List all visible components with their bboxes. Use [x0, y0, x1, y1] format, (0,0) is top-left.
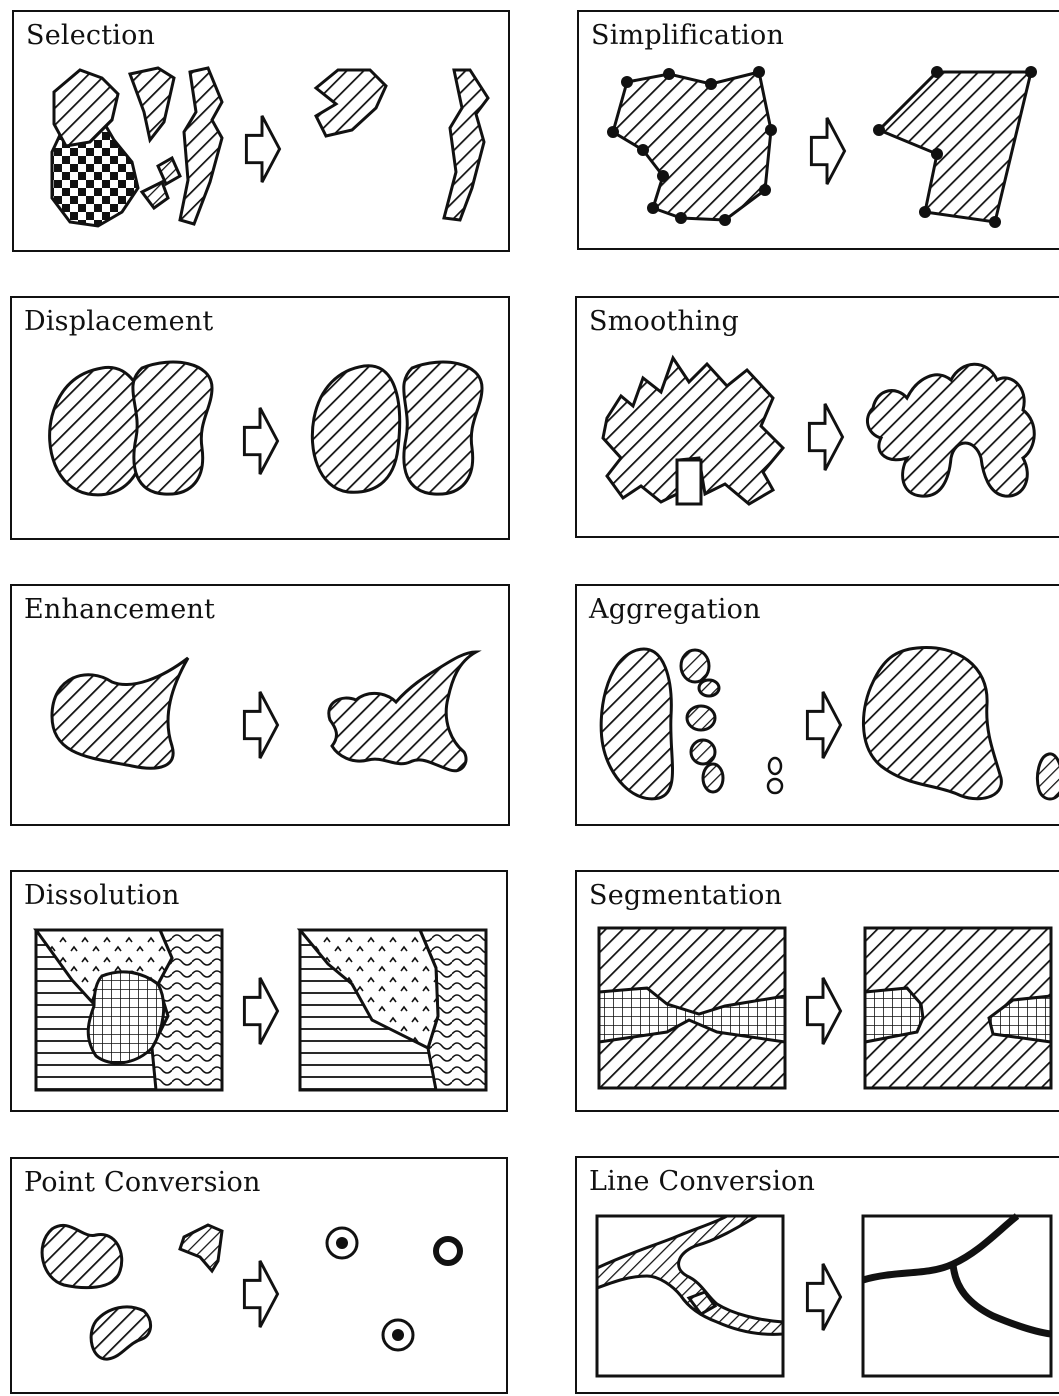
transform-arrow-icon	[809, 404, 842, 470]
small-feature-4	[691, 740, 715, 764]
tiny-feature-1	[769, 758, 781, 774]
transform-arrow-icon	[244, 408, 277, 474]
feature-small-a	[158, 158, 180, 184]
simplification-diagram	[579, 12, 1059, 252]
transform-arrow-icon	[807, 692, 840, 758]
feature-tall-strip	[180, 68, 222, 224]
transform-arrow-icon	[244, 1261, 277, 1327]
panel-aggregation: Aggregation	[575, 584, 1059, 826]
aggregation-diagram	[577, 586, 1059, 828]
point-symbol-2	[436, 1239, 460, 1263]
dissolved-map	[300, 930, 486, 1090]
original-feature	[52, 658, 188, 768]
feature-small-b	[142, 182, 168, 208]
point-symbol-1	[327, 1228, 357, 1258]
panel-point-conversion: Point Conversion	[10, 1157, 508, 1394]
detailed-outline	[607, 66, 777, 226]
transform-arrow-icon	[807, 978, 840, 1044]
transform-arrow-icon	[244, 692, 277, 758]
original-map	[36, 930, 222, 1090]
feature-left-moved	[312, 366, 399, 493]
feature-sliver	[130, 68, 174, 140]
panel-line-conversion: Line Conversion	[575, 1156, 1059, 1394]
selected-feature-b	[444, 70, 488, 220]
converted-map	[863, 1216, 1051, 1376]
enhanced-feature	[329, 652, 476, 771]
original-map	[599, 928, 785, 1088]
small-region	[88, 972, 163, 1063]
transform-arrow-icon	[246, 116, 279, 182]
transform-arrow-icon	[807, 1264, 840, 1330]
area-feature-1	[42, 1225, 122, 1287]
aggregated-feature	[863, 648, 1001, 799]
displacement-diagram	[12, 298, 512, 542]
panel-dissolution: Dissolution	[10, 870, 508, 1112]
segmented-map	[865, 928, 1051, 1088]
enhancement-diagram	[12, 586, 512, 828]
tiny-feature-2	[768, 779, 782, 793]
dissolution-diagram	[12, 872, 510, 1114]
small-feature-5	[703, 764, 723, 792]
panel-segmentation: Segmentation	[575, 870, 1059, 1112]
segmentation-diagram	[577, 872, 1059, 1114]
smoothing-diagram	[577, 298, 1059, 540]
selection-diagram	[14, 12, 512, 254]
original-map	[597, 1216, 783, 1376]
smoothed-feature	[867, 364, 1034, 496]
panel-selection: Selection	[12, 10, 510, 252]
point-conversion-diagram	[12, 1159, 510, 1396]
jagged-notch	[677, 460, 701, 504]
panel-enhancement: Enhancement	[10, 584, 510, 826]
simplified-outline	[873, 66, 1037, 228]
large-feature	[601, 649, 672, 799]
panel-smoothing: Smoothing	[575, 296, 1059, 538]
feature-right-overlap	[133, 362, 212, 494]
panel-displacement: Displacement	[10, 296, 510, 540]
area-feature-3	[91, 1307, 150, 1359]
small-feature-1	[681, 650, 709, 682]
selected-feature-a	[316, 70, 386, 136]
panel-simplification: Simplification	[577, 10, 1059, 250]
point-symbol-3	[383, 1320, 413, 1350]
small-feature-3	[687, 706, 715, 730]
feature-left-overlap	[50, 367, 146, 494]
line-conversion-diagram	[577, 1158, 1059, 1396]
aggregated-small-feature	[1037, 754, 1059, 799]
area-feature-2	[180, 1225, 222, 1271]
small-feature-2	[699, 680, 719, 696]
transform-arrow-icon	[811, 118, 844, 184]
feature-right-moved	[404, 362, 482, 494]
transform-arrow-icon	[244, 978, 277, 1044]
